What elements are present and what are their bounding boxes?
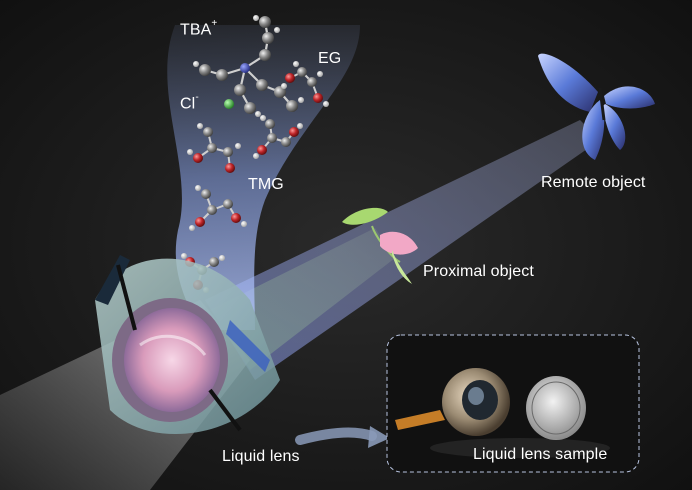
coin-icon [526,376,586,440]
chloride-ion-icon [224,99,234,109]
tmg-molecule-icon [189,185,247,231]
arrow-head-icon [368,426,390,448]
tmg-molecule-icon [187,123,241,173]
tba-label: TBA+ [180,18,218,39]
liquid-lens-icon [95,255,280,434]
tmg-label: TMG [248,176,284,193]
eg-label: EG [318,50,342,67]
sample-inset [386,334,640,473]
proximal-object-label: Proximal object [423,263,534,280]
tba-molecule-icon [193,15,304,117]
flower-icon [342,207,418,284]
liquid-lens-label: Liquid lens [222,448,300,465]
eg-molecule-icon [281,61,329,107]
arrow-icon [295,427,377,445]
molecule-funnel [167,25,360,330]
liquid-lens-sample-label: Liquid lens sample [473,446,608,463]
remote-object-label: Remote object [541,174,646,191]
butterfly-icon [538,53,655,160]
tmg-molecule-icon [253,115,303,159]
cl-label: Cl- [180,92,199,113]
